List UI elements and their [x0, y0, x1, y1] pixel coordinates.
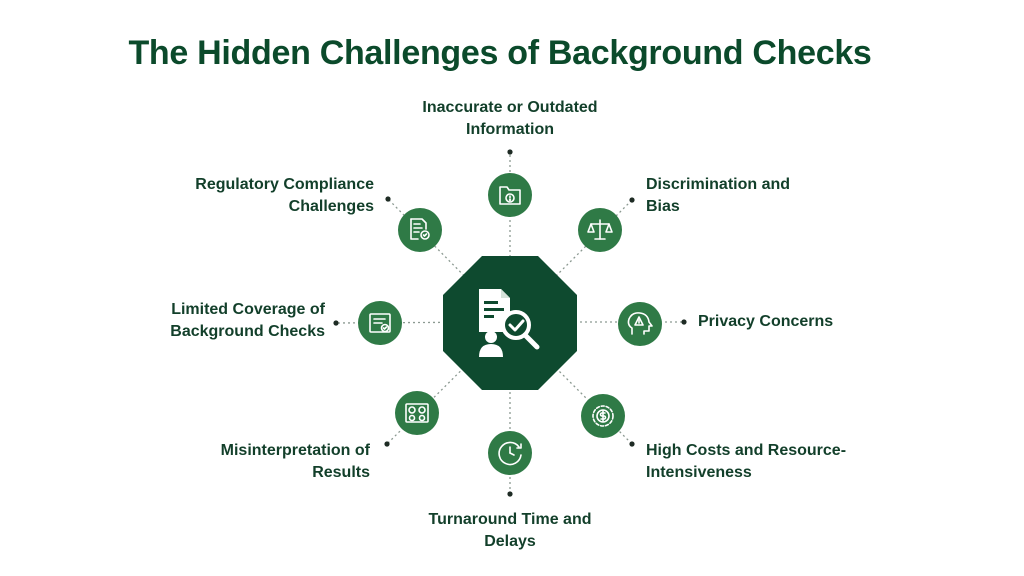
clock-icon — [498, 441, 522, 466]
node-inaccurate — [488, 173, 532, 217]
connector-dot — [629, 197, 635, 203]
compliance-document-icon — [410, 218, 430, 240]
scales-icon — [587, 219, 613, 240]
label-privacy-concerns: Privacy Concerns — [698, 313, 834, 330]
label-misinterpretation: Misinterpretation of Results — [220, 442, 370, 481]
head-alert-icon — [627, 312, 653, 335]
connector-line — [509, 199, 633, 323]
label-high-costs: High Costs and Resource- Intensiveness — [646, 442, 847, 481]
connector-dot — [385, 196, 391, 202]
label-inaccurate-information: Inaccurate or Outdated Information — [422, 99, 598, 138]
connector-line — [509, 321, 633, 445]
connector-line — [386, 321, 511, 445]
label-discrimination-bias: Discrimination and Bias — [646, 176, 791, 215]
node-privacy — [618, 302, 662, 346]
label-turnaround-time: Turnaround Time and Delays — [428, 511, 592, 550]
connector-dot — [333, 320, 339, 326]
connector-dot — [507, 491, 513, 497]
connector-dot — [629, 441, 635, 447]
connector-line — [387, 198, 511, 323]
connector-dot — [507, 149, 513, 155]
document-search-person-icon — [479, 289, 540, 357]
label-regulatory-compliance: Regulatory Compliance Challenges — [195, 176, 374, 215]
page-title: The Hidden Challenges of Background Chec… — [128, 34, 872, 72]
connector-dot — [681, 319, 687, 325]
label-limited-coverage: Limited Coverage of Background Checks — [170, 301, 325, 340]
connector-dot — [384, 441, 390, 447]
certificate-icon — [369, 313, 391, 333]
results-grid-icon — [405, 403, 429, 423]
node-regulatory — [398, 208, 442, 252]
folder-alert-icon — [499, 186, 521, 205]
gear-dollar-icon — [592, 405, 614, 427]
node-misinterpretation — [395, 391, 439, 435]
